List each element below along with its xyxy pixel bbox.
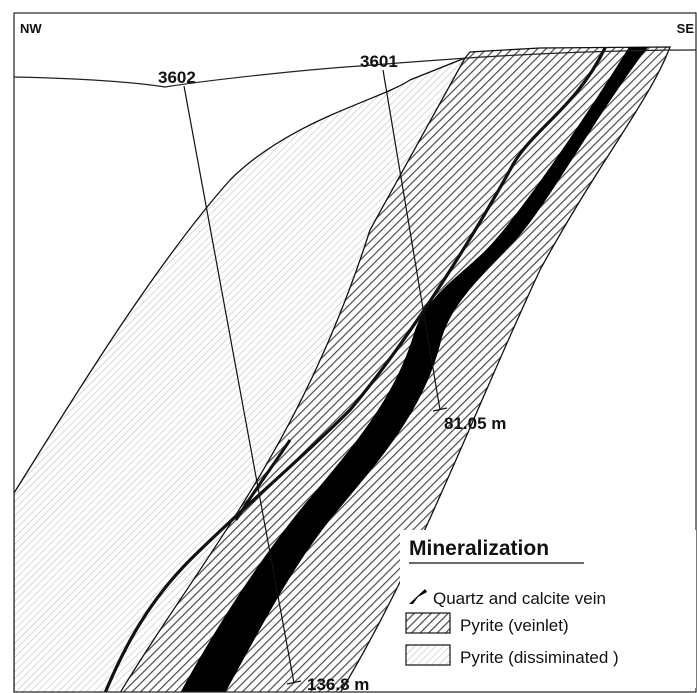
- borehole-3602-trace: [183, 85, 295, 684]
- borehole-3602-label: 3602: [158, 68, 196, 87]
- legend-vein-icon: [409, 589, 427, 604]
- legend-vein-label: Quartz and calcite vein: [433, 589, 606, 608]
- vein-splay: [234, 439, 292, 521]
- legend-veinlet-swatch: [405, 612, 451, 634]
- legend-title: Mineralization: [409, 537, 549, 560]
- quartz-calcite-vein-secondary: [103, 47, 607, 692]
- legend-disseminated-swatch: [405, 644, 451, 666]
- legend: Mineralization Quartz and calcite vein P…: [400, 530, 696, 688]
- section-frame: [13, 12, 697, 693]
- legend-disseminated-label: Pyrite (dissiminated ): [460, 648, 619, 667]
- ground-surface: [14, 49, 696, 88]
- legend-veinlet-label: Pyrite (veinlet): [460, 616, 569, 635]
- direction-se-label: SE: [677, 21, 695, 36]
- borehole-3602-end-tick: [286, 680, 302, 685]
- direction-nw-label: NW: [20, 21, 42, 36]
- quartz-calcite-vein-main: [180, 47, 648, 692]
- borehole-3601-label: 3601: [360, 52, 398, 71]
- borehole-3601-trace: [382, 69, 441, 411]
- borehole-3601-depth-label: 81.05 m: [444, 414, 506, 433]
- borehole-3602-depth-label: 136.8 m: [307, 675, 369, 693]
- borehole-3601-end-tick: [432, 407, 448, 412]
- disseminated-pyrite-zone: [14, 56, 466, 692]
